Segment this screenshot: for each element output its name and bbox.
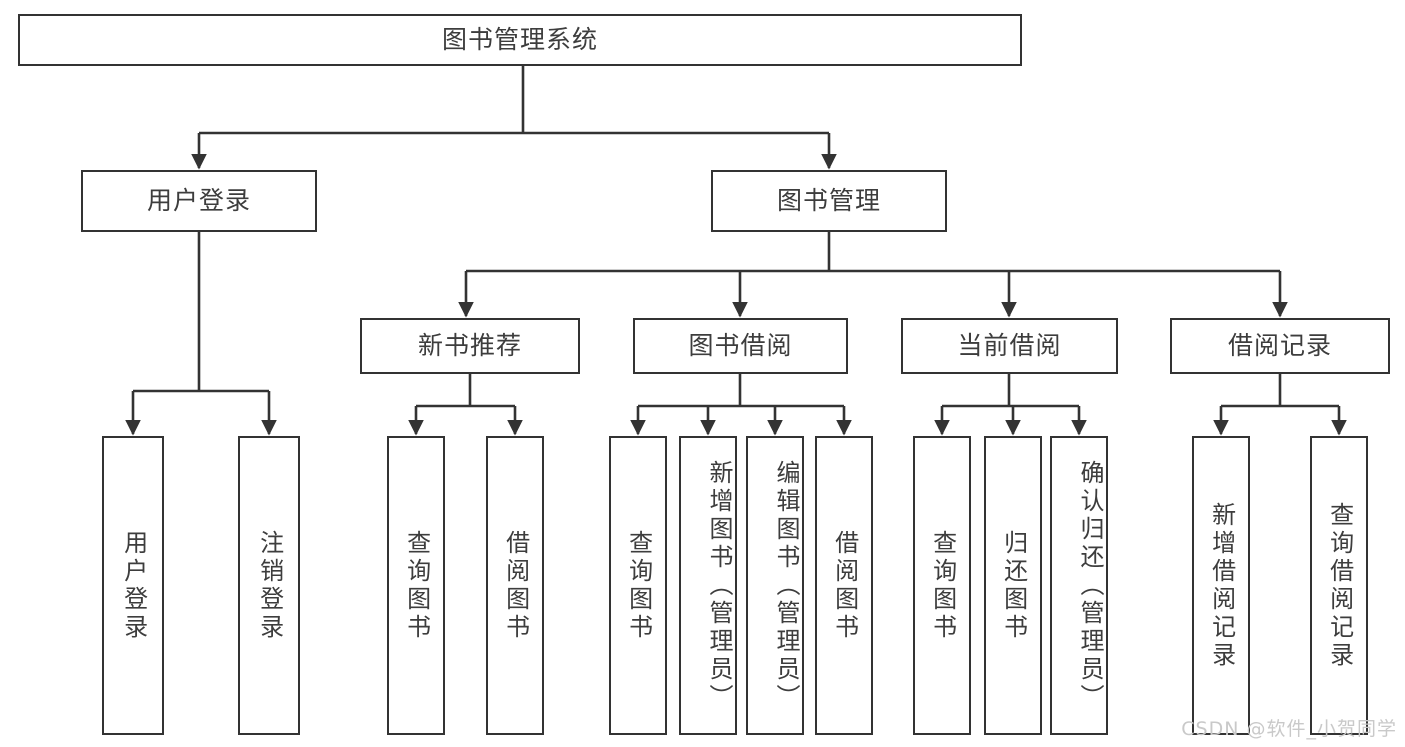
node-book-borrow[interactable]: 图书借阅 (633, 318, 848, 374)
leaf-logout-label: 注销登录 (255, 529, 284, 642)
node-book-manage-label: 图书管理 (776, 186, 881, 215)
node-current-borrow[interactable]: 当前借阅 (901, 318, 1118, 374)
node-user-login-label: 用户登录 (146, 186, 251, 215)
leaf-confirm-return[interactable]: 确认归还（管理员） (1050, 436, 1108, 735)
node-borrow-record-label: 借阅记录 (1227, 331, 1332, 360)
node-book-manage[interactable]: 图书管理 (711, 170, 947, 232)
node-new-book-recommend[interactable]: 新书推荐 (360, 318, 580, 374)
leaf-query-book-2-label: 查询图书 (624, 529, 653, 642)
leaf-borrow-book-2-label: 借阅图书 (830, 529, 859, 642)
node-user-login[interactable]: 用户登录 (81, 170, 317, 232)
leaf-confirm-return-label: 确认归还（管理员） (1076, 459, 1104, 712)
leaf-borrow-book-1[interactable]: 借阅图书 (486, 436, 544, 735)
leaf-query-book-3[interactable]: 查询图书 (913, 436, 971, 735)
leaf-add-book[interactable]: 新增图书（管理员） (679, 436, 737, 735)
node-book-borrow-label: 图书借阅 (688, 331, 793, 360)
node-new-book-recommend-label: 新书推荐 (417, 331, 522, 360)
leaf-query-book-2[interactable]: 查询图书 (609, 436, 667, 735)
leaf-add-record-label: 新增借阅记录 (1207, 501, 1236, 670)
csdn-watermark: CSDN @软件_小贺同学 (1181, 718, 1397, 740)
leaf-edit-book-label: 编辑图书（管理员） (772, 459, 800, 712)
leaf-query-book-1[interactable]: 查询图书 (387, 436, 445, 735)
node-borrow-record[interactable]: 借阅记录 (1170, 318, 1390, 374)
leaf-add-book-label: 新增图书（管理员） (705, 459, 733, 712)
leaf-return-book-label: 归还图书 (999, 529, 1028, 642)
leaf-query-book-1-label: 查询图书 (402, 529, 431, 642)
leaf-borrow-book-2[interactable]: 借阅图书 (815, 436, 873, 735)
leaf-edit-book[interactable]: 编辑图书（管理员） (746, 436, 804, 735)
leaf-user-login[interactable]: 用户登录 (102, 436, 164, 735)
leaf-add-record[interactable]: 新增借阅记录 (1192, 436, 1250, 735)
leaf-query-record[interactable]: 查询借阅记录 (1310, 436, 1368, 735)
leaf-query-record-label: 查询借阅记录 (1325, 501, 1354, 670)
leaf-borrow-book-1-label: 借阅图书 (501, 529, 530, 642)
leaf-return-book[interactable]: 归还图书 (984, 436, 1042, 735)
leaf-logout[interactable]: 注销登录 (238, 436, 300, 735)
node-root-label: 图书管理系统 (441, 25, 598, 54)
node-current-borrow-label: 当前借阅 (957, 331, 1062, 360)
leaf-user-login-label: 用户登录 (119, 529, 148, 642)
leaf-query-book-3-label: 查询图书 (928, 529, 957, 642)
node-root[interactable]: 图书管理系统 (18, 14, 1022, 66)
